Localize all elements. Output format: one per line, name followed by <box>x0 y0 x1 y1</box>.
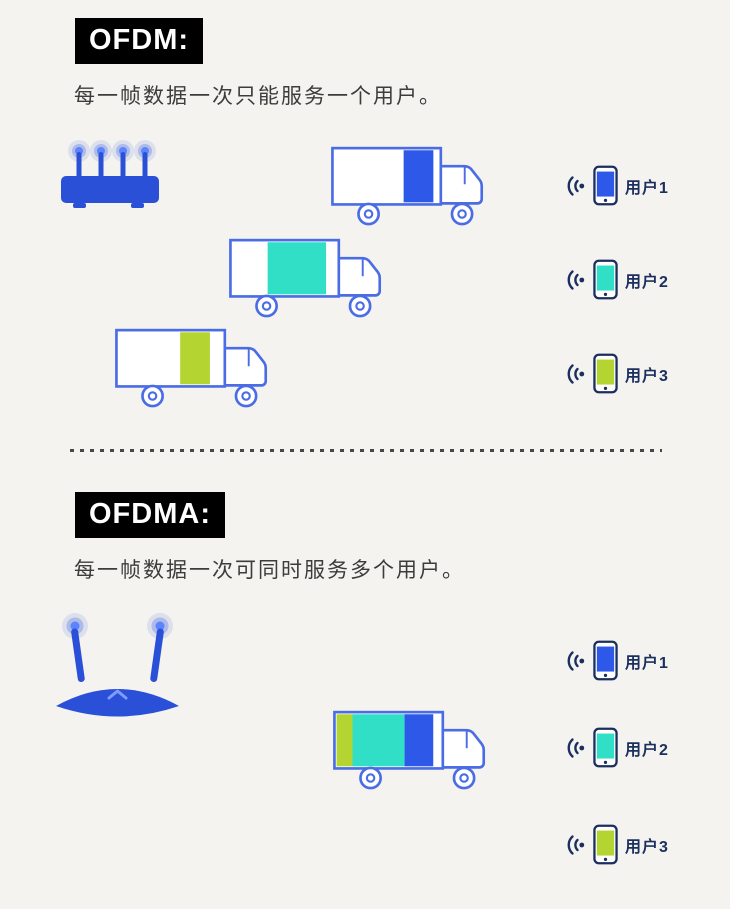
router-antennas <box>68 140 156 178</box>
router-logo-mark <box>107 689 128 700</box>
ofdma-title: OFDMA: <box>89 498 211 530</box>
truck-wheel <box>452 766 476 790</box>
truck-frame-user3 <box>115 328 268 408</box>
phone-icon-user1 <box>593 165 618 206</box>
router-body <box>56 689 179 717</box>
truck-wheel <box>357 202 380 226</box>
truck-wheel <box>359 766 382 790</box>
router-foot <box>131 203 144 208</box>
cargo-load-user1 <box>403 150 434 203</box>
user-label: 用户3 <box>625 838 669 856</box>
phone-icon-user1 <box>593 640 618 681</box>
signal-icon <box>567 834 585 855</box>
ofdma-user1-row: 用户1 <box>566 640 669 681</box>
ofdm-title-badge: OFDM: <box>75 18 204 64</box>
router-antennas <box>62 613 173 683</box>
phone-icon-user3 <box>593 353 618 394</box>
truck-cab <box>441 728 486 769</box>
ofdma-user2-row: 用户2 <box>566 727 669 768</box>
cargo-load-shared <box>336 714 434 767</box>
ofdma-title-badge: OFDMA: <box>75 492 225 538</box>
signal-icon <box>567 175 585 196</box>
ofdm-description: 每一帧数据一次只能服务一个用户。 <box>74 85 442 108</box>
dashed-divider <box>70 449 662 452</box>
truck-frame-user2 <box>229 238 382 318</box>
truck-cab <box>223 346 268 387</box>
ofdma-description: 每一帧数据一次可同时服务多个用户。 <box>74 559 465 582</box>
phone-icon-user2 <box>593 727 618 768</box>
truck-wheel <box>141 384 164 408</box>
user-label: 用户1 <box>625 179 669 197</box>
router-foot <box>73 203 86 208</box>
router-icon-four-antennas <box>61 140 159 208</box>
ofdm-user1-row: 用户1 <box>566 165 669 206</box>
cargo-load-user2 <box>267 242 327 295</box>
phone-icon-user2 <box>593 259 618 300</box>
signal-icon <box>567 269 585 290</box>
ofdm-user2-row: 用户2 <box>566 259 669 300</box>
ofdm-title: OFDM: <box>89 24 190 56</box>
ofdm-user3-row: 用户3 <box>566 353 669 394</box>
router-icon-dual-antennas <box>56 613 179 717</box>
user-label: 用户2 <box>625 273 669 291</box>
truck-wheel <box>234 384 258 408</box>
signal-icon <box>567 650 585 671</box>
signal-icon <box>567 363 585 384</box>
router-body <box>61 176 159 203</box>
cargo-load-user3 <box>180 332 210 385</box>
truck-cab <box>439 164 484 205</box>
truck-cab <box>337 256 382 297</box>
truck-shared-frame <box>333 710 486 790</box>
signal-icon <box>567 737 585 758</box>
user-label: 用户3 <box>625 367 669 385</box>
user-label: 用户2 <box>625 741 669 759</box>
ofdma-user3-row: 用户3 <box>566 824 669 865</box>
truck-frame-user1 <box>331 146 484 226</box>
user-label: 用户1 <box>625 654 669 672</box>
truck-wheel <box>450 202 474 226</box>
truck-wheel <box>348 294 372 318</box>
phone-icon-user3 <box>593 824 618 865</box>
truck-wheel <box>255 294 278 318</box>
